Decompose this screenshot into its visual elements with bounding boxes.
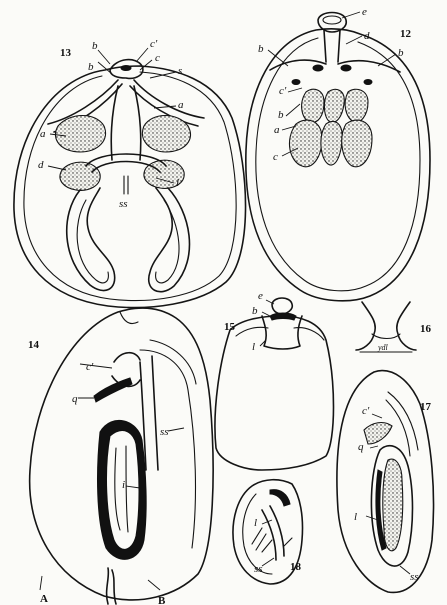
- fig12-label-b-left: b: [258, 43, 264, 55]
- fig12-label-d: d: [364, 30, 370, 42]
- fig14-label-ss: ss: [160, 426, 169, 438]
- fig14-dark-band: [94, 378, 132, 402]
- figure-17: 17 c' q l ss: [337, 371, 434, 593]
- fig15-shoulders: [236, 327, 324, 340]
- fig12-cross-band: [270, 60, 400, 72]
- fig17-number: 17: [420, 401, 432, 413]
- figure-16: 16 ydl: [356, 302, 432, 352]
- fig12-mass-4: [289, 120, 322, 167]
- fig17-label-c-prime: c': [362, 405, 370, 417]
- fig12-outer-wall: [246, 29, 430, 301]
- fig15-label-l: l: [252, 341, 255, 353]
- fig12-label-b-right: b: [398, 47, 404, 59]
- fig13-label-c: c: [155, 52, 160, 64]
- fig12-label-e: e: [362, 6, 367, 18]
- fig12-mass-2: [324, 89, 344, 122]
- fig18-dark-part: [270, 490, 290, 506]
- fig14-lower-split: [107, 568, 116, 604]
- fig12-nucleus-1: [313, 65, 323, 71]
- fig14-label-i: i: [122, 479, 125, 491]
- fig15-label-e: e: [258, 290, 263, 302]
- fig15-outer-wall: [215, 316, 334, 470]
- fig15-body: [262, 316, 302, 349]
- fig16-label: ydl: [377, 343, 389, 352]
- fig17-coil-fill: [383, 459, 403, 551]
- fig17-tissue: [364, 423, 392, 444]
- fig12-nucleus-4: [364, 80, 372, 85]
- fig13-central-column: [111, 86, 141, 160]
- fig13-apical-opening: [121, 66, 131, 71]
- fig14-number: 14: [28, 339, 40, 351]
- fig13-left-mass-upper: [55, 116, 105, 153]
- fig13-label-b2: b: [88, 61, 94, 73]
- fig12-mass-1: [302, 89, 324, 122]
- fig12-number: 12: [400, 28, 412, 40]
- fig12-label-c: c: [273, 151, 278, 163]
- fig13-label-a-left: a: [40, 128, 46, 140]
- fig15-cap: [270, 313, 296, 320]
- fig14-label-q: q: [72, 393, 78, 405]
- fig13-label-d: d: [38, 159, 44, 171]
- figure-18: 18 l ss: [233, 480, 303, 584]
- fig12-nucleus-2: [341, 65, 351, 71]
- fig18-tubes: [262, 506, 284, 560]
- fig12-inner-wall: [256, 38, 420, 291]
- fig16-inner-rim: [372, 334, 400, 339]
- fig12-mass-5: [321, 121, 342, 165]
- fig14-inner-septum: [140, 350, 195, 548]
- fig12-mass-3: [345, 89, 368, 122]
- fig13-left-mass-lower: [60, 162, 100, 190]
- fig14-label-A: A: [40, 593, 48, 605]
- fig13-outer-wall: [14, 66, 246, 308]
- fig12-label-c-prime: c': [279, 85, 287, 97]
- fig13-label-s: s: [178, 65, 182, 77]
- fig12-apical-pore: [323, 16, 341, 24]
- fig12-label-b-lower: b: [278, 109, 284, 121]
- fig13-inner-wall: [24, 72, 236, 301]
- fig15-apex: [272, 298, 292, 314]
- fig18-number: 18: [290, 561, 302, 573]
- fig14-label-c-prime: c': [86, 361, 94, 373]
- fig13-label-b: b: [92, 40, 98, 52]
- fig12-label-a: a: [274, 124, 280, 136]
- fig17-label-q: q: [358, 441, 364, 453]
- fig15-number: 15: [224, 321, 236, 333]
- fig16-number: 16: [420, 323, 432, 335]
- figure-13: 13 b b c' c s a a d l ss: [14, 38, 246, 308]
- fig13-label-ss: ss: [119, 198, 128, 210]
- fig13-right-mass-upper: [142, 116, 190, 153]
- fig17-label-l: l: [354, 511, 357, 523]
- figure-15: 15 e b l: [215, 290, 334, 470]
- fig14-leaders: [40, 364, 184, 590]
- fig18-leaders: [262, 520, 274, 566]
- fig13-label-a-right: a: [178, 99, 184, 111]
- figure-14: 14 c' q ss i A B: [28, 308, 213, 605]
- fig17-label-ss: ss: [410, 571, 419, 583]
- fig12-neck: [324, 30, 340, 62]
- fig13-label-l: l: [176, 177, 179, 189]
- fig13-right-loop: [149, 188, 190, 292]
- fig14-notch: [120, 312, 138, 324]
- fig12-nucleus-3: [292, 80, 300, 85]
- fig15-label-b: b: [252, 305, 258, 317]
- fig18-label-l: l: [254, 517, 257, 529]
- fig18-label-ss: ss: [254, 563, 263, 575]
- fig13-center-stalk: [124, 176, 128, 194]
- fig13-label-c-prime: c': [150, 38, 158, 50]
- fig12-mass-6: [342, 120, 372, 167]
- fig14-label-B: B: [158, 595, 166, 605]
- figure-12: 12 e d b b c' b a c: [246, 6, 430, 301]
- fig13-number: 13: [60, 47, 72, 59]
